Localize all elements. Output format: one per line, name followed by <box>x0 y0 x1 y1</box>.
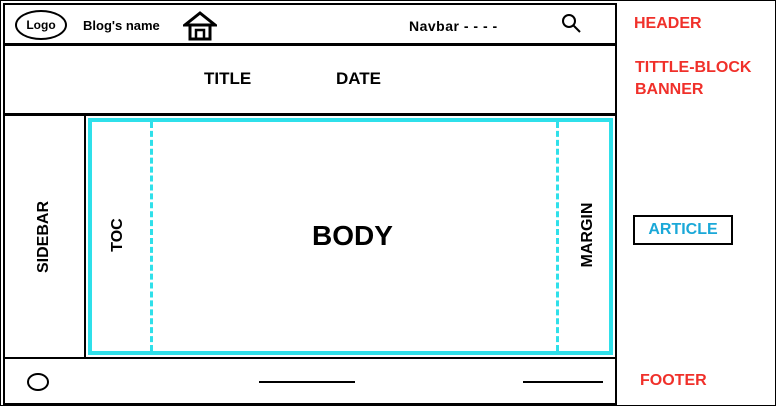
body-label: BODY <box>312 220 393 251</box>
sidebar-box: SIDEBAR <box>3 114 86 359</box>
logo: Logo <box>15 10 67 40</box>
article-box: TOC BODY MARGIN <box>88 118 613 355</box>
toc-divider <box>150 122 153 351</box>
search-icon <box>562 14 581 33</box>
title-block-banner: TITLE DATE <box>3 44 617 115</box>
navbar: Navbar - - - - <box>409 18 498 34</box>
footer-annotation: FOOTER <box>640 372 707 389</box>
article-annotation: ARTICLE <box>633 215 733 245</box>
blog-name: Blog's name <box>83 18 160 33</box>
title-block-annotation: TITTLE-BLOCK <box>635 59 752 76</box>
article-container: TOC BODY MARGIN <box>84 114 617 359</box>
sidebar-label: SIDEBAR <box>35 200 52 274</box>
header-annotation: HEADER <box>634 15 702 32</box>
logo-label: Logo <box>26 18 56 32</box>
date-label: DATE <box>336 69 382 88</box>
title-label: TITLE <box>204 69 252 88</box>
article-annotation-label: ARTICLE <box>648 221 718 238</box>
toc-label: TOC <box>109 218 126 252</box>
header-box: Logo Blog's name Navbar - - - - <box>3 3 617 45</box>
home-icon <box>183 11 217 41</box>
margin-divider <box>556 122 559 351</box>
banner-annotation: BANNER <box>635 81 704 98</box>
footer-circle <box>27 373 49 391</box>
margin-label: MARGIN <box>579 202 596 268</box>
footer-line <box>259 381 355 383</box>
footer-line <box>523 381 603 383</box>
footer-box <box>3 357 617 405</box>
